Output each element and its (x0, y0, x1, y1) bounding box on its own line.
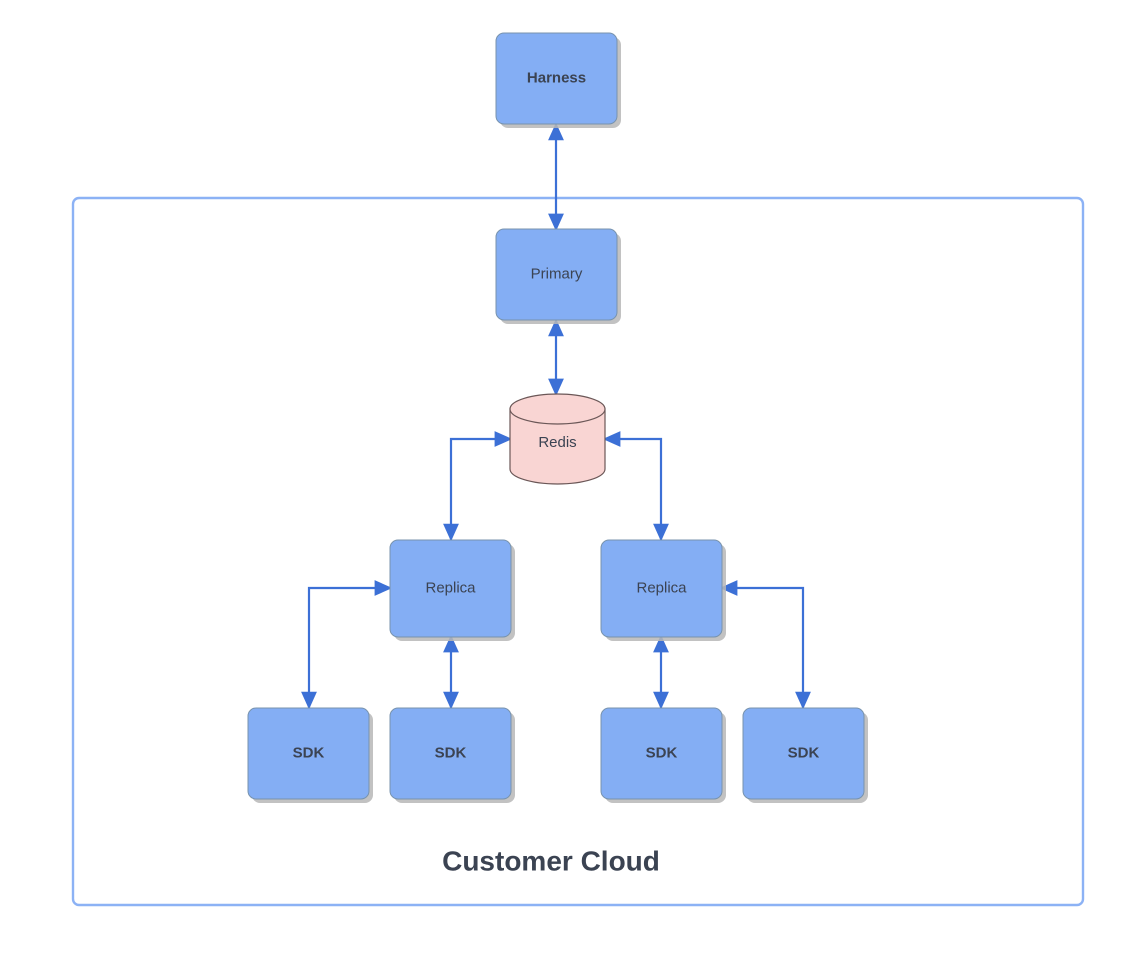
box-shape (600, 707, 723, 800)
connector-replica-left-sdk1 (301, 580, 393, 710)
box-shape (389, 539, 512, 638)
node-primary[interactable]: Primary (495, 228, 621, 324)
connector-redis-replica-right (602, 431, 669, 542)
node-harness[interactable]: Harness (495, 32, 621, 128)
node-sdk-1[interactable]: SDK (247, 707, 373, 803)
node-replica-left[interactable]: Replica (389, 539, 515, 641)
cylinder-body (509, 408, 606, 485)
box-shape (600, 539, 723, 638)
group-title-layer: Customer Cloud (442, 845, 660, 876)
node-replica-right[interactable]: Replica (600, 539, 726, 641)
node-label-redis: Redis (538, 434, 576, 451)
box-shape (389, 707, 512, 800)
node-label-harness: Harness (527, 69, 586, 86)
node-label-sdk-2: SDK (435, 744, 467, 761)
customer-cloud-group (71, 196, 1085, 907)
connector-replica-right-sdk4 (719, 580, 811, 710)
box-shape (742, 707, 865, 800)
node-sdk-3[interactable]: SDK (600, 707, 726, 803)
node-label-sdk-3: SDK (646, 744, 678, 761)
box-shape (495, 228, 618, 321)
node-label-replica-right: Replica (636, 579, 687, 596)
node-label-replica-left: Replica (425, 579, 476, 596)
customer-cloud-title: Customer Cloud (442, 845, 660, 876)
node-label-primary: Primary (531, 265, 583, 282)
node-sdk-4[interactable]: SDK (742, 707, 868, 803)
node-redis[interactable]: Redis (509, 393, 606, 485)
connector-layer (301, 122, 811, 710)
connector-redis-replica-left (443, 431, 513, 542)
cylinder-top (509, 393, 606, 425)
node-label-sdk-1: SDK (293, 744, 325, 761)
box-shape (495, 32, 618, 125)
customer-cloud-boundary (71, 196, 1085, 907)
node-sdk-2[interactable]: SDK (389, 707, 515, 803)
node-label-sdk-4: SDK (788, 744, 820, 761)
box-shape (247, 707, 370, 800)
